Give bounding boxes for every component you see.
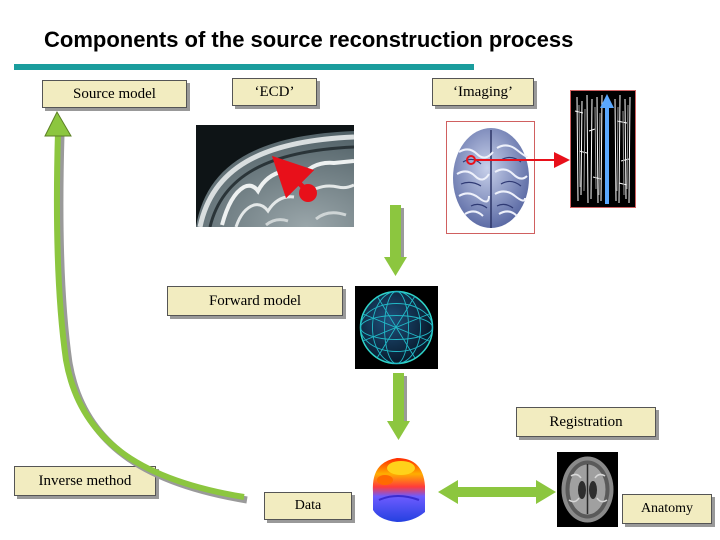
mri-slice-image: [196, 125, 354, 227]
down-arrow-imaging-to-forward: [384, 205, 407, 276]
label-data: Data: [264, 492, 352, 520]
label-ecd: ‘ECD’: [232, 78, 317, 106]
label-registration: Registration: [516, 407, 656, 437]
title-rule: [14, 64, 474, 70]
inverse-arrow: [44, 110, 248, 504]
slide-title: Components of the source reconstruction …: [44, 27, 574, 52]
label-anatomy: Anatomy: [622, 494, 712, 524]
forward-model-sphere-image: [355, 286, 438, 369]
imaging-pointer-line: [466, 152, 570, 168]
ecd-dipole-marker: [271, 155, 317, 202]
blue-source-arrow: [600, 94, 614, 204]
label-source-model: Source model: [42, 80, 187, 108]
down-arrow-forward-to-data: [387, 373, 410, 440]
label-forward-model: Forward model: [167, 286, 343, 316]
imaging-brain-image: [446, 121, 535, 234]
data-scalp-map-image: [367, 452, 428, 526]
distributed-sources-image: [570, 90, 636, 208]
label-inverse-method: Inverse method: [14, 466, 156, 496]
anatomy-mri-image: [557, 452, 618, 527]
label-imaging: ‘Imaging’: [432, 78, 534, 106]
registration-double-arrow: [438, 480, 556, 504]
